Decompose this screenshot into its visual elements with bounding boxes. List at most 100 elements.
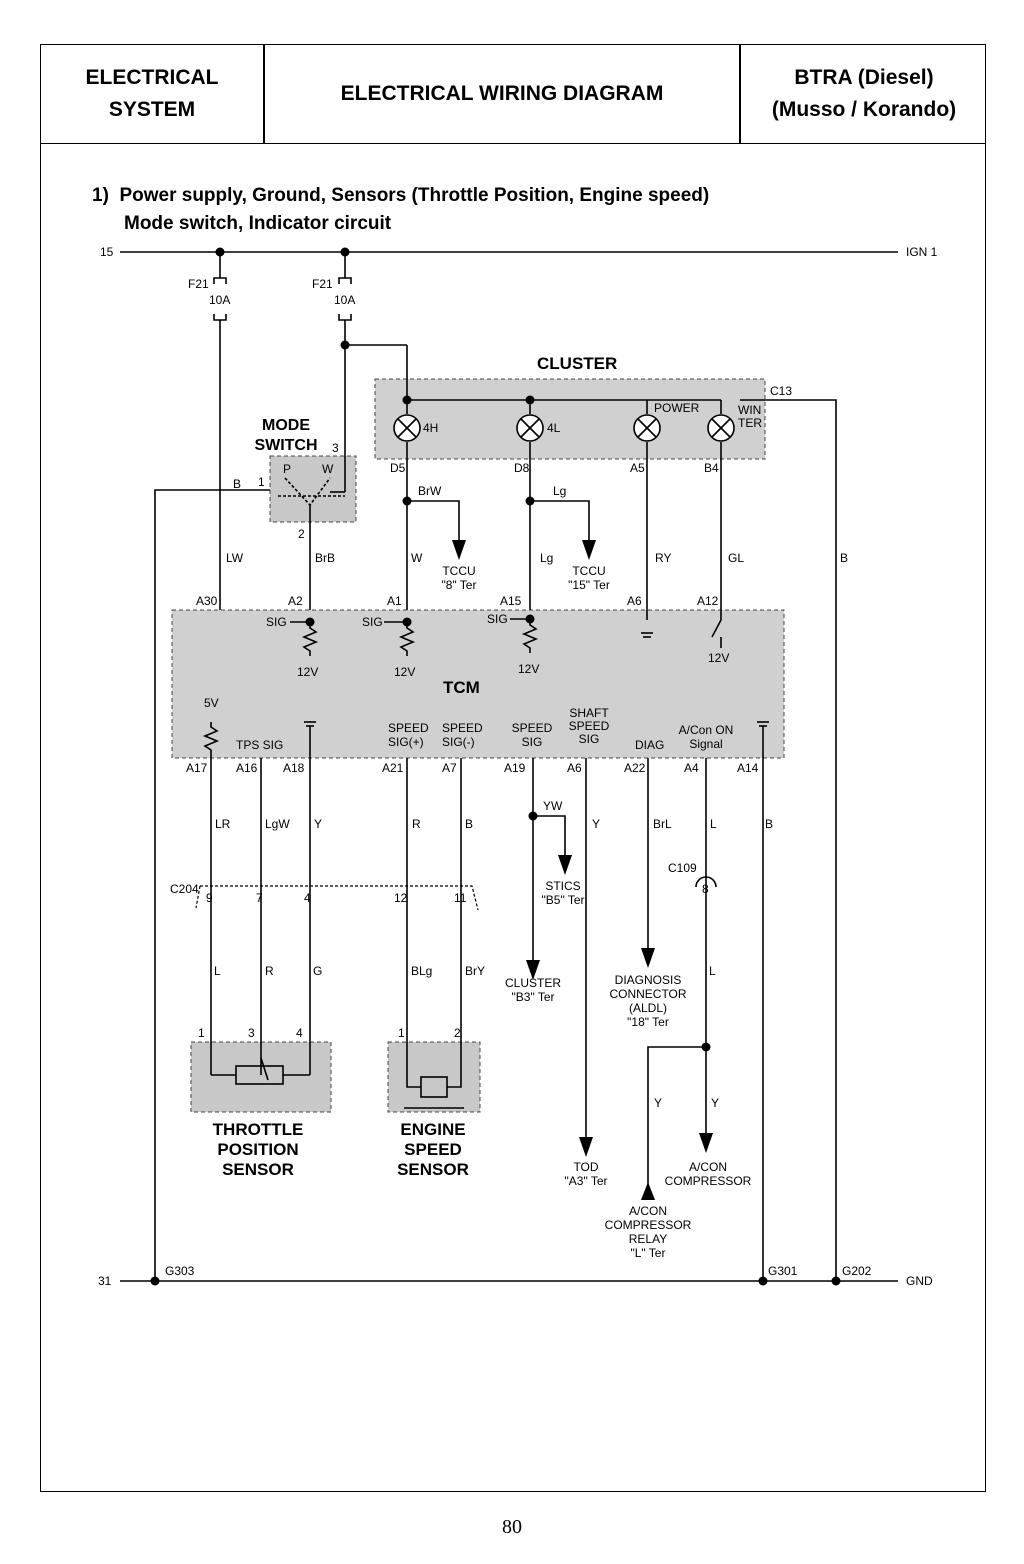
tcm-12v: 12V (518, 662, 539, 676)
tcm-pin: A2 (288, 594, 303, 608)
tcm-pin: A1 (387, 594, 402, 608)
wire-color: GL (728, 551, 744, 565)
tcm-pin: A30 (196, 594, 218, 608)
tps-pin: 4 (296, 1026, 303, 1040)
ground-label: G202 (842, 1264, 872, 1278)
tcm-title: TCM (443, 678, 480, 697)
arrow-diagnosis-icon (641, 948, 655, 968)
pin-label: A5 (630, 461, 645, 475)
dest-tccu8: TCCU"8" Ter (442, 564, 477, 592)
section-heading: 1) Power supply, Ground, Sensors (Thrott… (92, 182, 709, 238)
cluster-title: CLUSTER (537, 354, 617, 373)
ground-label: G301 (768, 1264, 798, 1278)
tcm-pin: A6 (567, 761, 582, 775)
dest-tccu15: TCCU"15" Ter (568, 564, 610, 592)
wire-color: LR (215, 817, 231, 831)
c109-pin: 8 (702, 882, 709, 896)
mode-switch-title: MODE (262, 417, 310, 434)
wire-color: BrL (653, 817, 672, 831)
c204-pin: 4 (304, 891, 311, 905)
page-number: 80 (502, 1516, 522, 1538)
arrow-tccu15-icon (582, 540, 596, 560)
wire-color: YW (543, 799, 563, 813)
arrows (452, 540, 713, 1200)
ess-pin: 2 (454, 1026, 461, 1040)
mode-switch-box (269, 455, 357, 523)
wire-color: B (840, 551, 848, 565)
wire-color: LW (226, 551, 244, 565)
wire-brw (407, 500, 460, 540)
mode-switch-contacts (284, 477, 331, 507)
wire-color: L (710, 817, 717, 831)
fuse-rating: 10A (334, 293, 355, 307)
wire-color: Y (711, 1096, 719, 1110)
heading-line-1: 1) Power supply, Ground, Sensors (Thrott… (92, 185, 710, 206)
wire-color: Y (314, 817, 322, 831)
tcm-pin: A21 (382, 761, 404, 775)
header-divider (263, 45, 265, 143)
wire-color: L (709, 964, 716, 978)
c204-pin: 11 (454, 891, 467, 905)
rail-gnd-label: GND (906, 1274, 933, 1288)
tcm-12v: 12V (708, 651, 729, 665)
tcm-pin: A6 (627, 594, 642, 608)
wire-color: BLg (411, 964, 432, 978)
header-table: ELECTRICAL SYSTEM ELECTRICAL WIRING DIAG… (41, 45, 985, 144)
pin-label: D5 (390, 461, 406, 475)
wire-color: Lg (553, 484, 566, 498)
lamp-label: 4L (547, 421, 561, 435)
wire-color: R (412, 817, 421, 831)
c204-label: C204 (170, 882, 199, 896)
tps-wiper (260, 1057, 269, 1081)
wire-color: RY (655, 551, 671, 565)
tcm-12v: 12V (297, 665, 318, 679)
c204-connector (200, 885, 479, 911)
wire-color: G (313, 964, 322, 978)
tcm-pin: A7 (442, 761, 457, 775)
tcm-tps-sig: TPS SIG (236, 738, 283, 752)
tps-pin: 1 (198, 1026, 205, 1040)
mode-switch-title: SWITCH (254, 437, 317, 454)
fuse-f21-b (338, 277, 352, 284)
wire-color: BrB (315, 551, 335, 565)
wire-color: B (765, 817, 773, 831)
header-title: ELECTRICAL WIRING DIAGRAM (340, 82, 664, 105)
lamp-label: POWER (654, 401, 700, 415)
arrow-acon-comp-icon (699, 1133, 713, 1153)
arrow-tccu8-icon (452, 540, 466, 560)
pin-label: 3 (332, 441, 339, 455)
cluster-lamps (393, 414, 735, 442)
arrow-acon-relay-icon (641, 1182, 655, 1200)
ground-label: G303 (165, 1264, 195, 1278)
wire-color: B (465, 817, 473, 831)
wire-yw (533, 815, 566, 855)
c204-pin: 7 (256, 891, 263, 905)
c109-connector (695, 876, 717, 888)
tcm-5v-resistor (202, 722, 220, 758)
fuse-name: F21 (188, 277, 209, 291)
tcm-sig-label: SIG (362, 615, 383, 629)
mode-switch-pos: P (283, 462, 291, 476)
wire-color: Lg (540, 551, 553, 565)
tcm-pin: A17 (186, 761, 208, 775)
rail-15-label: 15 (100, 245, 114, 259)
arrow-stics-icon (558, 855, 572, 875)
ess-wire (447, 1075, 462, 1088)
dest-cluster-b3: CLUSTER"B3" Ter (505, 976, 561, 1004)
tcm-diag: DIAG (635, 738, 664, 752)
page-frame: ELECTRICAL SYSTEM ELECTRICAL WIRING DIAG… (40, 44, 986, 1492)
tps-resistor (235, 1065, 284, 1085)
cluster-box (374, 378, 766, 460)
tcm-12v: 12V (394, 665, 415, 679)
tcm-pin: A22 (624, 761, 646, 775)
fuse-f21-a (213, 277, 227, 284)
wire-color: BrY (465, 964, 485, 978)
